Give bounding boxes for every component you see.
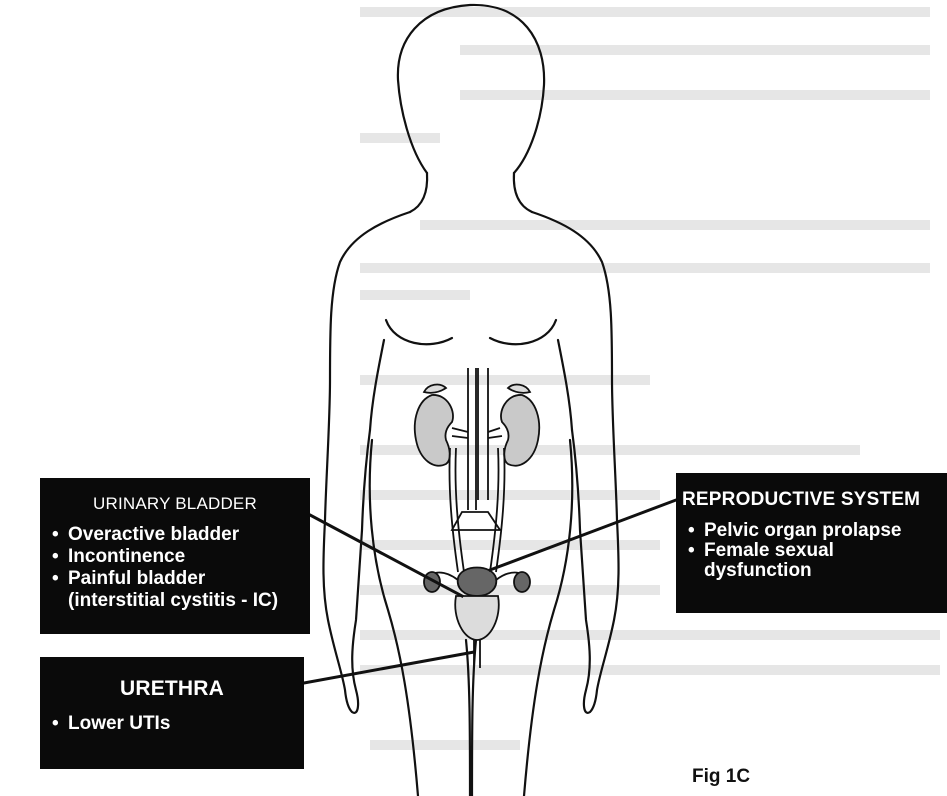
adrenal-glands xyxy=(424,385,530,393)
reproductive-system-list: Pelvic organ prolapse Female sexual dysf… xyxy=(686,521,947,581)
urethra-title: URETHRA xyxy=(50,677,294,701)
reproductive-system-callout: REPRODUCTIVE SYSTEM Pelvic organ prolaps… xyxy=(676,473,947,613)
list-item-continuation: dysfunction xyxy=(686,561,947,581)
list-item-continuation: (interstitial cystitis - IC) xyxy=(50,590,300,612)
urethra-callout: URETHRA Lower UTIs xyxy=(40,657,304,769)
kidney-left xyxy=(415,395,453,466)
ovary-right xyxy=(514,572,530,592)
aorta xyxy=(478,368,488,500)
background-bleed xyxy=(360,12,940,745)
renal-vessels xyxy=(452,428,502,438)
breast-right xyxy=(490,320,556,344)
kidney-right xyxy=(501,395,539,466)
ureter-right xyxy=(490,448,505,572)
vena-cava xyxy=(468,368,476,510)
figure-label: Fig 1C xyxy=(692,766,750,788)
list-item: Overactive bladder xyxy=(50,524,300,546)
bladder-leader-line xyxy=(310,515,462,596)
list-item: Painful bladder xyxy=(50,568,300,590)
urinary-bladder-title: URINARY BLADDER xyxy=(50,494,300,514)
list-item: Female sexual xyxy=(686,541,947,561)
urinary-bladder-list: Overactive bladder Incontinence Painful … xyxy=(50,524,300,612)
reproductive-system-title: REPRODUCTIVE SYSTEM xyxy=(682,489,947,511)
list-item: Pelvic organ prolapse xyxy=(686,521,947,541)
body-outline xyxy=(323,5,618,796)
urethra-tube xyxy=(474,640,480,668)
ureter-left xyxy=(449,448,464,572)
list-item: Incontinence xyxy=(50,546,300,568)
breast-left xyxy=(386,320,452,344)
neck-right xyxy=(514,173,532,212)
urethra-list: Lower UTIs xyxy=(50,713,294,735)
uterus xyxy=(458,568,497,597)
urinary-bladder-callout: URINARY BLADDER Overactive bladder Incon… xyxy=(40,478,310,634)
head-outline xyxy=(398,5,544,173)
neck-left xyxy=(410,173,427,212)
list-item: Lower UTIs xyxy=(50,713,294,735)
